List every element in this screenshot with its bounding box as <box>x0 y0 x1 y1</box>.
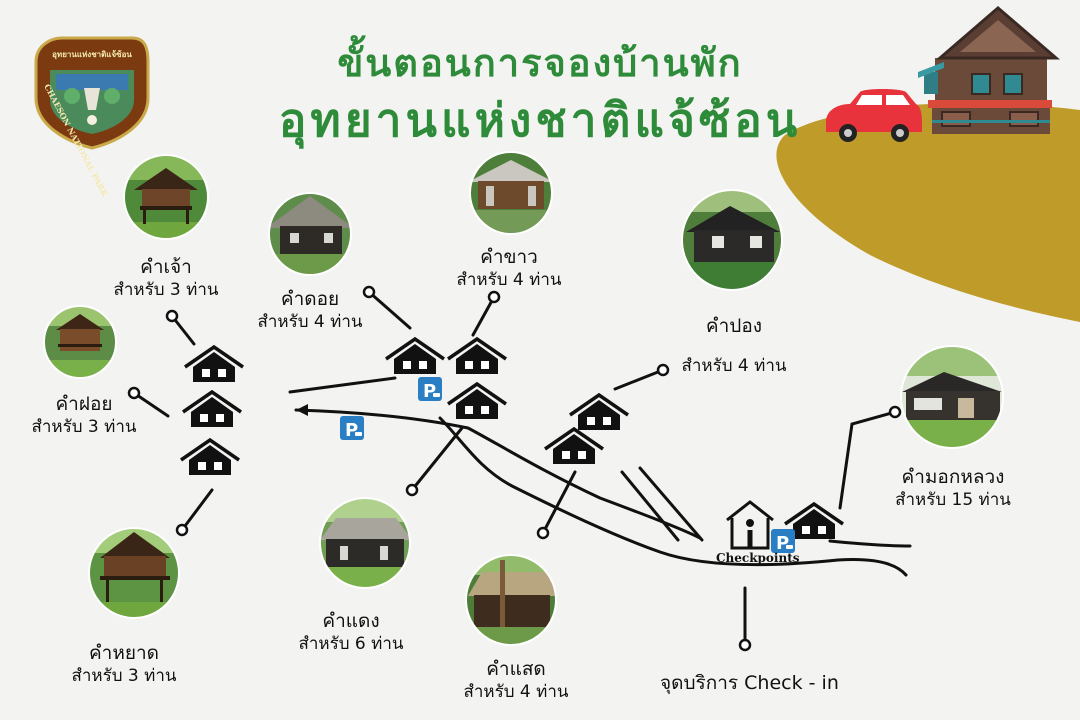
label-kham-khao[interactable]: คำขาว สำหรับ 4 ท่าน <box>456 246 561 291</box>
label-kham-yat[interactable]: คำหยาด สำหรับ 3 ท่าน <box>71 642 176 687</box>
house-name: คำฝอย <box>55 393 113 415</box>
house-icon <box>183 345 245 384</box>
label-kham-chao[interactable]: คำเจ้า สำหรับ 3 ท่าน <box>113 256 218 301</box>
house-capacity: สำหรับ 4 ท่าน <box>463 681 569 702</box>
page-title-line2: อุทยานแห่งชาติแจ้ซ้อน <box>278 93 802 147</box>
house-name: คำปอง <box>705 315 763 337</box>
house-name: คำมอกหลวง <box>901 466 1005 488</box>
house-name: คำเจ้า <box>140 256 192 278</box>
house-capacity: สำหรับ 3 ท่าน <box>71 665 177 686</box>
photo-kham-doi <box>269 193 351 275</box>
hill-shape <box>776 103 1080 322</box>
wooden-house-icon <box>918 6 1061 134</box>
house-capacity: สำหรับ 3 ท่าน <box>31 416 137 437</box>
parking-icon <box>340 416 364 441</box>
logo-top-text: อุทยานแห่งชาติแจ้ซ้อน <box>52 49 132 60</box>
house-icon <box>446 382 508 421</box>
house-name: คำดอย <box>280 288 340 310</box>
house-icon <box>384 337 446 376</box>
label-kham-saet[interactable]: คำแสด สำหรับ 4 ท่าน <box>463 658 568 703</box>
house-name: คำหยาด <box>88 642 160 664</box>
house-capacity: สำหรับ 15 ท่าน <box>895 489 1011 510</box>
house-icon <box>568 393 630 432</box>
car-icon <box>826 89 922 142</box>
house-icon <box>446 337 508 376</box>
house-icon <box>181 390 243 429</box>
checkpoint-booth-icon <box>726 500 774 550</box>
photo-kham-yat <box>89 528 179 618</box>
label-kham-daeng[interactable]: คำแดง สำหรับ 6 ท่าน <box>298 610 403 655</box>
page-title-line1: ขั้นตอนการจองบ้านพัก <box>337 41 743 85</box>
road-arrow <box>296 404 308 416</box>
photo-kham-khao <box>470 152 552 234</box>
road-network <box>288 376 912 577</box>
label-kham-doi[interactable]: คำดอย สำหรับ 4 ท่าน <box>257 288 362 333</box>
photo-kham-chao <box>124 155 208 239</box>
house-capacity: สำหรับ 3 ท่าน <box>113 279 219 300</box>
parking-icon <box>418 377 442 402</box>
checkpoint-label: Checkpoints <box>716 551 800 565</box>
house-capacity: สำหรับ 4 ท่าน <box>257 311 363 332</box>
house-capacity: สำหรับ 4 ท่าน <box>681 355 787 376</box>
label-kham-foi[interactable]: คำฝอย สำหรับ 3 ท่าน <box>31 393 136 438</box>
house-capacity: สำหรับ 4 ท่าน <box>456 269 562 290</box>
checkin-label[interactable]: จุดบริการ Check - in <box>660 672 839 694</box>
house-name: คำแสด <box>486 658 546 680</box>
pointer-dots <box>127 285 902 652</box>
label-kham-pong[interactable]: คำปอง สำหรับ 4 ท่าน <box>681 306 786 385</box>
house-name: คำขาว <box>480 246 538 268</box>
pointer-lines <box>132 290 897 647</box>
label-kham-mok-luang[interactable]: คำมอกหลวง สำหรับ 15 ท่าน <box>895 466 1011 511</box>
house-capacity: สำหรับ 6 ท่าน <box>298 633 404 654</box>
house-icon <box>543 427 605 466</box>
house-icon <box>179 438 241 477</box>
photo-frames <box>43 151 1004 646</box>
house-name: คำแดง <box>322 610 380 632</box>
